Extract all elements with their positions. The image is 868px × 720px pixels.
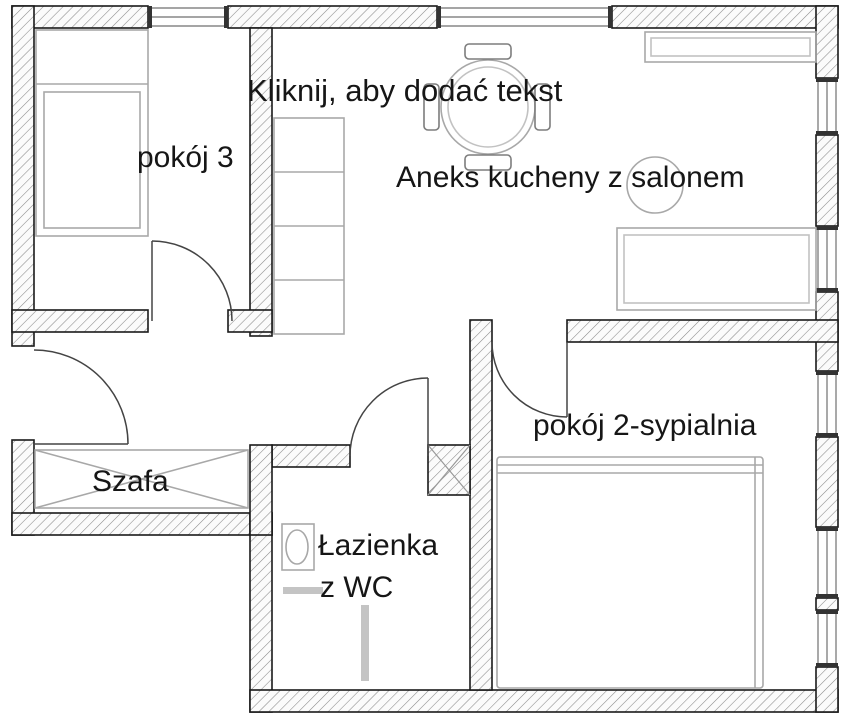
chair-left	[423, 83, 440, 131]
window-right-4	[816, 527, 838, 598]
slide-text-placeholder[interactable]: Kliknij, aby dodać tekst	[247, 73, 563, 108]
kitchen-cabinets	[273, 117, 345, 335]
wall-right-2	[815, 134, 839, 227]
furniture	[34, 29, 817, 689]
room-label-room2: pokój 2-sypialnia	[533, 409, 757, 442]
window-right-2	[816, 226, 838, 292]
wall-room3-right	[249, 27, 273, 337]
wall-room3-bottom-stub	[227, 309, 273, 333]
shower-partition-vertical	[361, 605, 369, 681]
dining-chairs	[423, 43, 551, 171]
window-right-5	[816, 610, 838, 667]
room-label-room3: pokój 3	[137, 141, 234, 174]
door-room3	[151, 240, 233, 322]
door-entrance	[33, 349, 129, 445]
room-label-kitchen-living: Aneks kucheny z salonem	[396, 161, 745, 194]
chair-right	[534, 83, 551, 131]
wall-bottom	[249, 689, 839, 713]
room-label-wardrobe: Szafa	[92, 465, 169, 498]
bed-room2	[496, 456, 764, 689]
room-label-bathroom-line2: z WC	[320, 571, 394, 604]
wall-bathroom-left-stub	[249, 444, 273, 536]
wall-lowerleft-vertical	[249, 512, 273, 713]
door-room2	[491, 341, 568, 418]
side-table	[626, 156, 684, 214]
bathroom-partitions	[283, 587, 369, 681]
sideboard	[644, 31, 817, 63]
chair-top	[464, 43, 512, 60]
window-top-room3	[148, 6, 228, 28]
wall-bottomleft-horizontal	[11, 512, 273, 536]
bed-room3	[35, 29, 149, 237]
window-right-1	[816, 78, 838, 135]
wall-right-4	[815, 436, 839, 528]
wall-right-1	[815, 5, 839, 79]
shower-partition-horizontal	[283, 587, 323, 594]
duct-pier-cross	[427, 444, 471, 496]
wall-bathroom-right	[469, 319, 493, 691]
door-bathroom	[349, 377, 429, 457]
window-top-kitchen	[437, 6, 612, 28]
wall-room2-top	[566, 319, 839, 343]
room-label-bathroom-line1: Łazienka	[318, 529, 439, 562]
wall-left-upper	[11, 5, 35, 347]
doors	[33, 240, 568, 457]
chair-bottom	[464, 154, 512, 171]
wall-right-6	[815, 666, 839, 713]
sofa	[616, 227, 817, 311]
wall-bathroom-top	[271, 444, 351, 468]
wall-right-5	[815, 597, 839, 611]
wall-top-right	[611, 5, 839, 29]
wardrobe	[34, 449, 249, 509]
sink	[281, 523, 315, 571]
wall-room3-bottom	[11, 309, 149, 333]
walls	[11, 5, 839, 713]
wall-top-mid	[227, 5, 438, 29]
window-right-3	[816, 371, 838, 437]
